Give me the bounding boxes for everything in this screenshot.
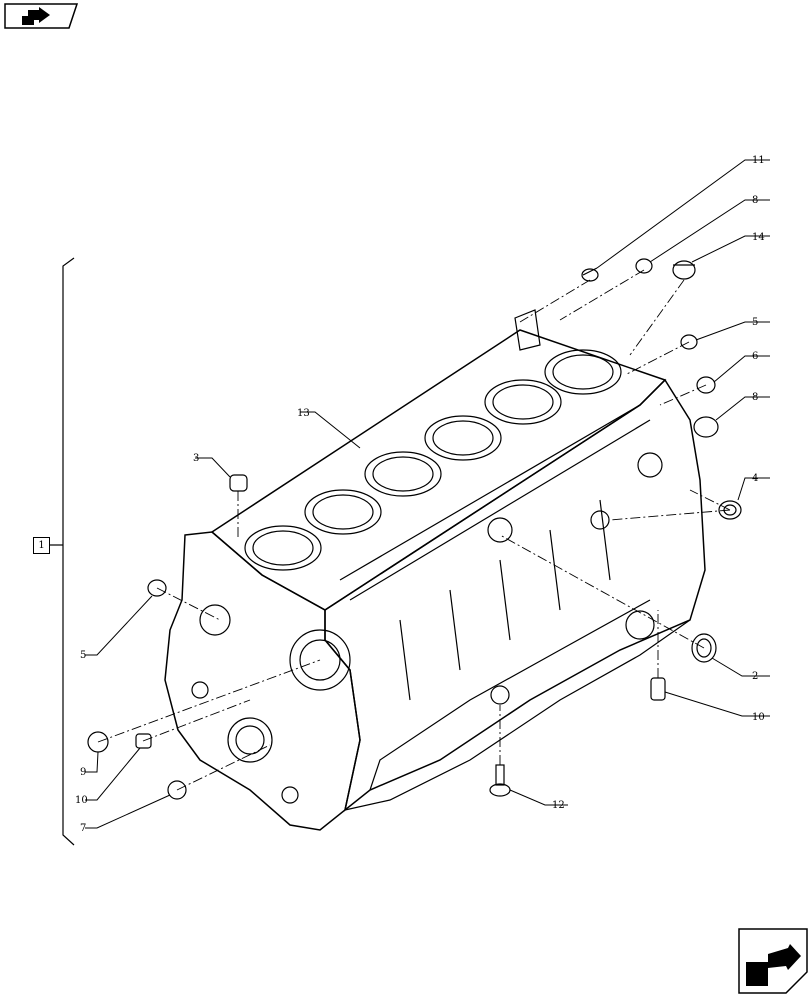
callout-10-right: 10 — [752, 712, 765, 723]
callout-5-right: 5 — [752, 317, 758, 328]
callout-2: 2 — [752, 671, 758, 682]
callout-14: 14 — [752, 232, 765, 243]
next-page-arrow-icon — [738, 928, 808, 994]
callout-3: 3 — [193, 453, 199, 464]
callout-6: 6 — [752, 351, 758, 362]
part-14-cup — [672, 260, 696, 280]
part-11-plug — [581, 267, 599, 282]
part-10-dowel-right — [650, 677, 666, 701]
part-5-plug-left — [147, 579, 167, 597]
part-8-plug-top — [635, 258, 653, 274]
callout-12: 12 — [552, 800, 565, 811]
next-page-button[interactable] — [738, 928, 808, 994]
part-4-plug — [718, 500, 742, 520]
previous-page-arrow-icon — [4, 3, 79, 29]
callout-8-right: 8 — [752, 392, 758, 403]
callout-4: 4 — [752, 473, 758, 484]
group-label-box: 1 — [33, 537, 50, 554]
callout-7: 7 — [80, 823, 86, 834]
callout-10-left: 10 — [75, 795, 88, 806]
callout-11: 11 — [752, 155, 765, 166]
cylinder-block — [164, 309, 706, 831]
part-2-sleeve — [691, 633, 717, 663]
part-12-bolt — [489, 764, 511, 797]
group-bracket — [62, 257, 75, 846]
part-5-plug-right — [680, 334, 698, 350]
callout-9: 9 — [80, 767, 86, 778]
part-7-plug — [167, 780, 187, 800]
part-10-dowel-left — [135, 733, 152, 749]
callout-5-left: 5 — [80, 650, 86, 661]
part-6-plug — [696, 376, 716, 394]
callout-13: 13 — [297, 408, 310, 419]
part-3-plug — [229, 474, 248, 492]
part-8-plug-right — [693, 416, 719, 438]
previous-page-button[interactable] — [4, 3, 79, 29]
callout-8-top: 8 — [752, 195, 758, 206]
